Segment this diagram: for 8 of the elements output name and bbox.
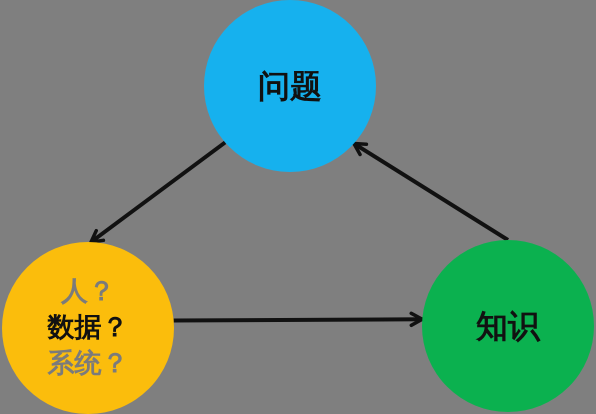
arrow xyxy=(89,140,226,244)
node-label: 数据？ xyxy=(48,311,128,345)
node-label: 人？ xyxy=(61,275,115,310)
arrow xyxy=(174,312,424,328)
node-label: 知识 xyxy=(476,306,540,346)
node-label: 问题 xyxy=(258,66,322,106)
arrow xyxy=(352,142,510,242)
node-label: 系统？ xyxy=(48,346,128,381)
